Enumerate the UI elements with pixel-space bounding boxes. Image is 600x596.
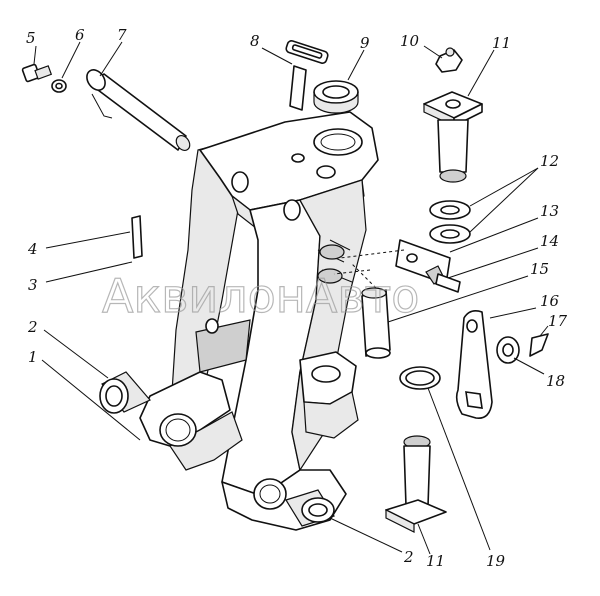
part-15-plug [361,287,391,359]
callout-2-lower: 2 [403,548,414,566]
part-6-washer [51,79,67,93]
callout-5: 5 [26,29,36,47]
part-11-pivot-pin-lower [385,435,447,533]
callout-15: 15 [530,260,549,278]
part-14-bolt [425,265,461,293]
callout-3: 3 [28,276,38,294]
callout-10: 10 [400,32,420,50]
part-10-grease-fitting [435,47,463,73]
part-17-cotter-pin [529,333,549,357]
part-18-washer [496,336,520,364]
part-9-ring [313,80,359,114]
part-11-pivot-pin-upper [423,91,483,183]
callout-6: 6 [75,26,85,44]
callout-9: 9 [360,34,370,52]
watermark-text: АквилонАвто [102,269,419,323]
part-7-pin [86,69,191,152]
callout-18: 18 [546,372,565,390]
callout-8: 8 [250,32,260,50]
part-2-bushing-lower [285,489,335,527]
part-2-bushing-left [99,371,151,414]
callout-12: 12 [540,152,559,170]
callout-labels: 5 6 7 8 9 10 11 12 13 14 15 16 17 18 4 3… [26,26,568,570]
callout-7: 7 [117,26,127,44]
part-12-castle-nuts [429,200,471,244]
leader-lines [33,41,549,555]
callout-11-lower: 11 [426,552,445,570]
callout-17: 17 [548,312,568,330]
callout-19: 19 [486,552,506,570]
callout-4: 4 [27,240,38,258]
part-4-pin [131,215,143,259]
callout-16: 16 [540,292,560,310]
callout-13: 13 [540,202,559,220]
part-19-ring [399,366,441,390]
callout-1: 1 [28,348,38,366]
callout-11-upper: 11 [492,34,511,52]
part-5-bolt [21,63,53,83]
part-16-link [455,310,493,419]
callout-2-upper: 2 [27,318,38,336]
callout-14: 14 [540,232,559,250]
part-8-tee-pin [285,40,329,111]
